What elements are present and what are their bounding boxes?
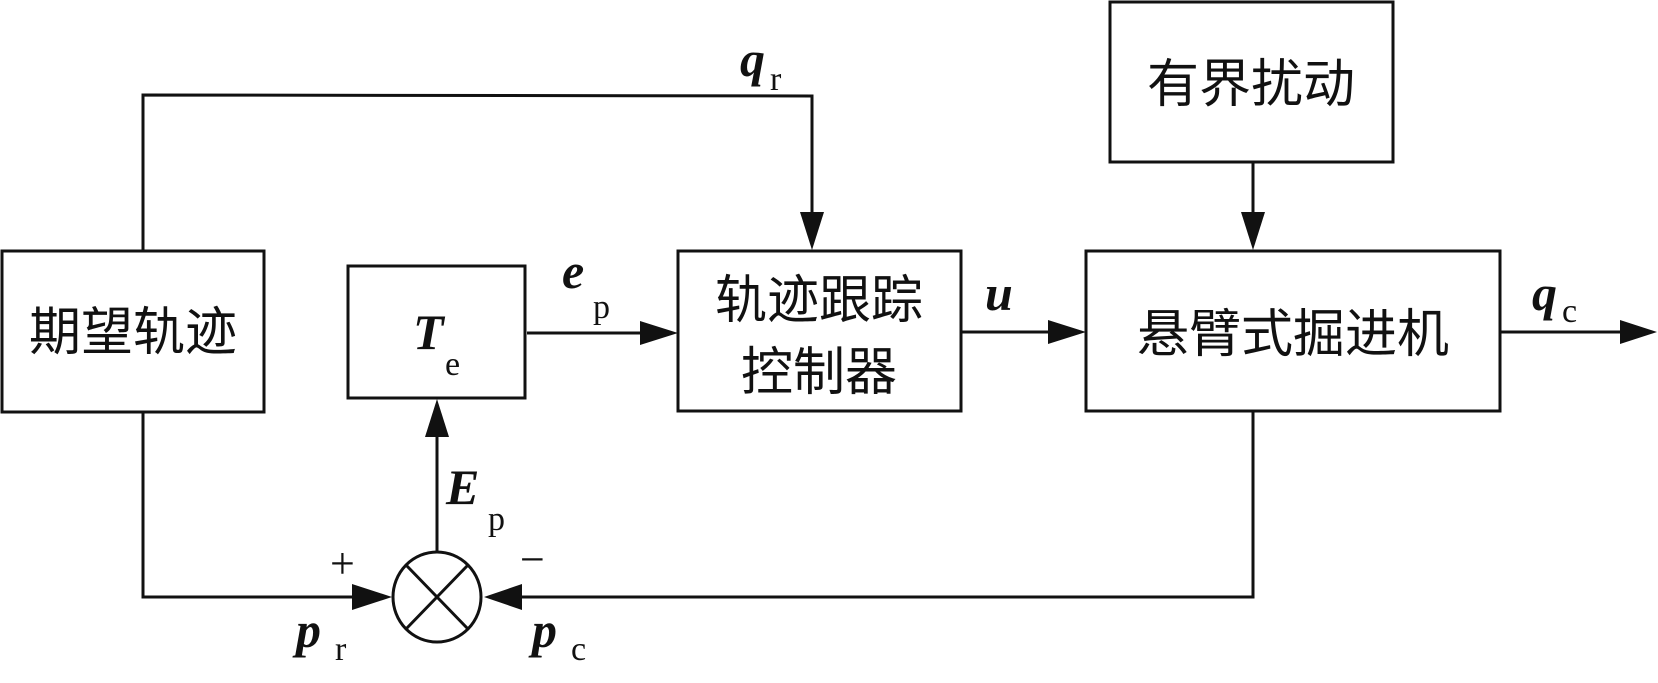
- plus-sign: +: [330, 539, 355, 588]
- summing-junction-cross-b: [404, 563, 470, 631]
- minus-sign: −: [520, 535, 545, 584]
- tracking-controller-label-line2: 控制器: [741, 343, 897, 403]
- disturbance-arrowhead: [1241, 212, 1265, 250]
- Ep-arrowhead: [425, 399, 449, 437]
- pr-line: [141, 412, 372, 599]
- pc-subscript: c: [571, 631, 586, 668]
- pc-symbol: p: [528, 602, 557, 658]
- desired-trajectory-label: 期望轨迹: [29, 303, 237, 363]
- qc-subscript: c: [1562, 293, 1577, 330]
- ep-subscript: p: [593, 289, 610, 326]
- u-arrowhead: [1048, 320, 1086, 344]
- qr-symbol: q: [740, 31, 765, 87]
- qr-arrowhead: [800, 212, 824, 250]
- transform-subscript: e: [445, 346, 460, 383]
- tracking-controller-block: [676, 249, 963, 413]
- ep-symbol: e: [562, 243, 584, 299]
- qr-feed-line: [141, 93, 814, 252]
- pr-subscript: r: [335, 631, 347, 668]
- roadheader-label: 悬臂式掘进机: [1137, 305, 1449, 365]
- pr-symbol: p: [292, 602, 321, 658]
- transform-block: [346, 264, 527, 400]
- pr-arrowhead: [352, 584, 392, 610]
- qc-arrowhead: [1620, 320, 1657, 344]
- disturbance-label: 有界扰动: [1147, 55, 1355, 115]
- Ep-subscript: p: [488, 501, 505, 538]
- ep-arrowhead: [640, 321, 678, 345]
- desired-trajectory-block: [0, 249, 266, 414]
- transform-symbol: T: [413, 304, 446, 360]
- pc-arrowhead: [484, 584, 522, 610]
- pc-feedback-line: [500, 412, 1255, 599]
- tracking-controller-label-line1: 轨迹跟踪: [715, 271, 923, 331]
- u-symbol: u: [985, 265, 1013, 321]
- Ep-symbol: E: [445, 459, 479, 515]
- qr-subscript: r: [770, 61, 782, 98]
- qc-symbol: q: [1532, 265, 1557, 321]
- disturbance-block: [1108, 0, 1395, 164]
- roadheader-block: [1084, 249, 1502, 413]
- summing-junction: [391, 550, 483, 644]
